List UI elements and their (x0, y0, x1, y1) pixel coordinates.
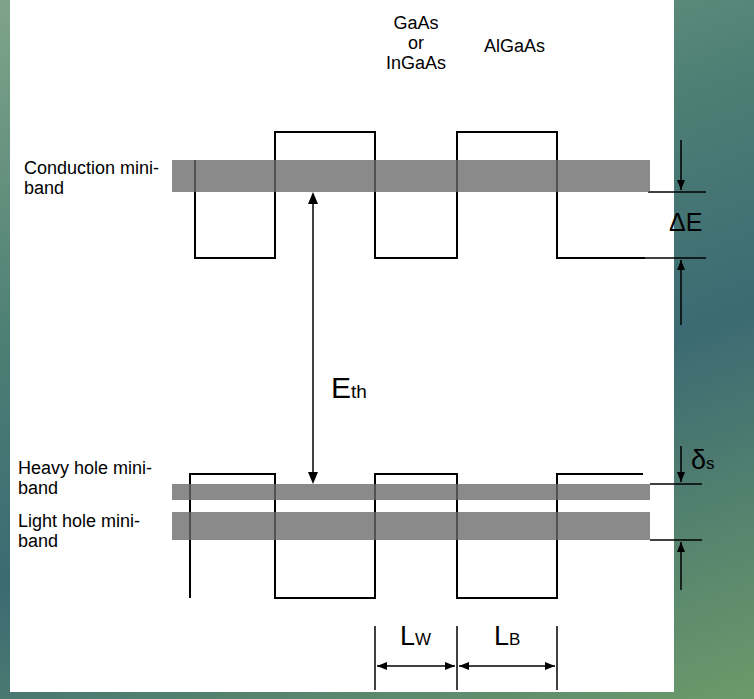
dimension-label: δs (691, 446, 715, 478)
dimension-line (650, 483, 702, 485)
conduction-miniband: Conduction mini-band (172, 160, 650, 192)
dimension-label: LB (494, 622, 520, 654)
dimension-arrow (377, 665, 455, 667)
conduction-band-edge (195, 132, 645, 258)
band-label: Conduction mini-band (24, 158, 174, 198)
material-label: AlGaAs (484, 36, 545, 56)
dimension-label: LW (400, 622, 431, 654)
dimension-tick (556, 626, 558, 690)
energy-arrow (308, 192, 318, 484)
dimension-tick (374, 626, 376, 690)
white-panel (10, 0, 674, 692)
dimension-line (648, 191, 706, 193)
arrow-head (308, 472, 318, 484)
material-label: GaAs or InGaAs (386, 13, 446, 73)
dimension-arrow (680, 542, 682, 590)
energy-label: Eth (331, 374, 367, 406)
heavy-hole-miniband: Heavy hole mini-band (172, 484, 650, 500)
dimension-tick (456, 626, 458, 690)
dimension-line (650, 539, 702, 541)
dimension-label: ΔE (669, 208, 702, 236)
dimension-line (645, 257, 706, 259)
band-label: Light hole mini-band (18, 511, 168, 551)
dimension-arrow (680, 260, 682, 325)
dimension-arrow (680, 140, 682, 190)
energy-arrow-line (312, 203, 314, 473)
dimension-arrow (680, 446, 682, 482)
light-hole-miniband: Light hole mini-band (172, 512, 650, 540)
band-label: Heavy hole mini-band (18, 458, 168, 498)
arrow-head (308, 192, 318, 204)
dimension-arrow (459, 665, 555, 667)
